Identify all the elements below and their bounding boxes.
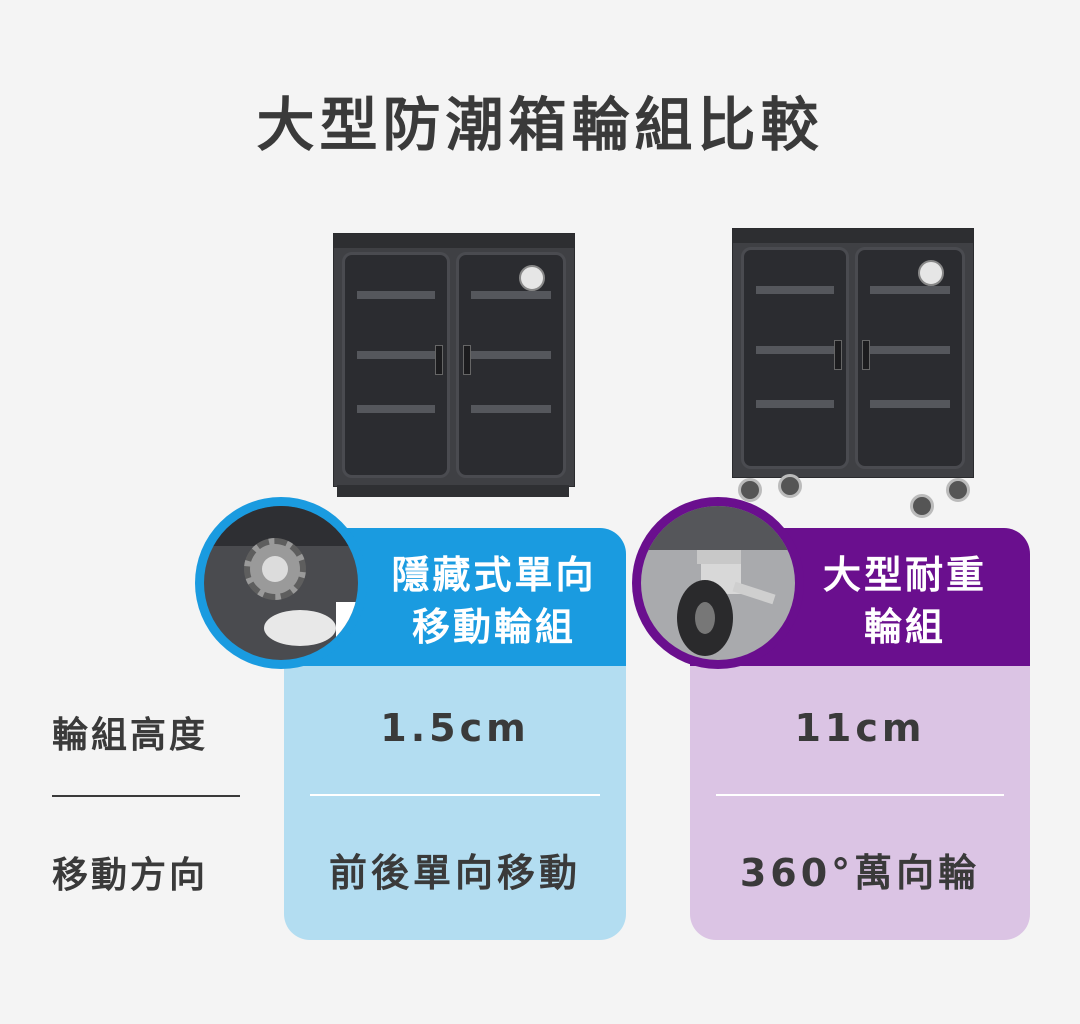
row-divider: [52, 795, 240, 797]
panel-heading-line1: 大型耐重: [822, 553, 987, 597]
divider: [716, 794, 1004, 796]
divider: [310, 794, 600, 796]
cabinet-image-heavy-wheels: [732, 228, 976, 520]
hygrometer-icon: [519, 265, 545, 291]
panel-body: 1.5cm 前後單向移動: [284, 666, 626, 940]
wheel-height-value: 11cm: [794, 706, 926, 750]
hidden-wheel-closeup-icon: [195, 497, 367, 669]
movement-direction-value: 前後單向移動: [328, 851, 581, 895]
caster-wheel-closeup-icon: [632, 497, 804, 669]
page-title: 大型防潮箱輪組比較: [256, 91, 824, 159]
wheel-height-value: 1.5cm: [380, 706, 530, 750]
hygrometer-icon: [918, 260, 944, 286]
panel-heading-line2: 輪組: [863, 605, 946, 649]
panel-body: 11cm 360°萬向輪: [690, 666, 1030, 940]
row-label-wheel-height: 輪組高度: [52, 715, 209, 756]
caster-wheel-icon: [738, 478, 762, 502]
panel-heading-line2: 移動輪組: [411, 605, 576, 649]
row-label-movement-direction: 移動方向: [52, 855, 209, 896]
option-panel-hidden-wheels: 隱藏式單向 移動輪組 1.5cm 前後單向移動: [284, 528, 626, 940]
caster-wheel-icon: [910, 494, 934, 518]
panel-heading-line1: 隱藏式單向: [391, 553, 597, 597]
caster-wheel-icon: [946, 478, 970, 502]
cabinet-image-hidden-wheels: [333, 233, 575, 499]
movement-direction-value: 360°萬向輪: [739, 851, 981, 895]
option-panel-heavy-wheels: 大型耐重 輪組 11cm 360°萬向輪: [690, 528, 1030, 940]
caster-wheel-icon: [778, 474, 802, 498]
